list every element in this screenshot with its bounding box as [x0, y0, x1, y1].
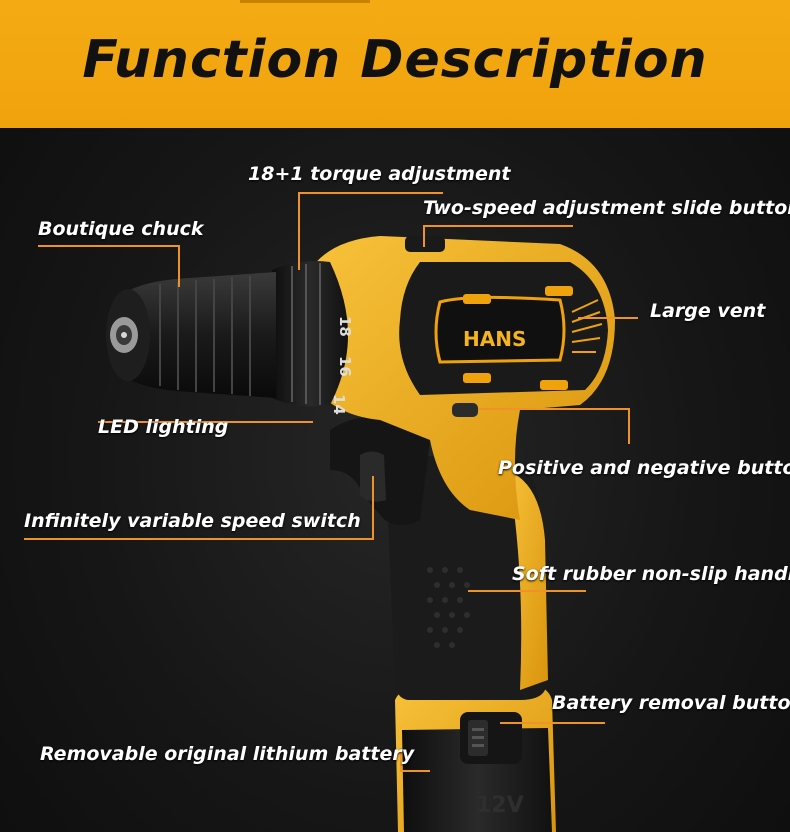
label-direction-button: Positive and negative button — [498, 457, 790, 479]
leader-speed-switch-v — [372, 476, 374, 540]
leader-chuck-h — [38, 245, 180, 247]
leader-vent — [578, 317, 638, 319]
label-rubber-handle: Soft rubber non-slip handle — [512, 563, 790, 585]
leader-battery — [400, 770, 430, 772]
drill-chuck — [106, 272, 276, 398]
leader-direction-h — [478, 408, 630, 410]
leader-chuck-v — [178, 245, 180, 287]
leader-two-speed-v — [423, 225, 425, 247]
label-speed-switch: Infinitely variable speed switch — [24, 510, 361, 532]
page-title: Function Description — [82, 30, 708, 90]
leader-two-speed-h — [423, 225, 573, 227]
leader-speed-switch-h — [24, 538, 374, 540]
leader-direction-v — [628, 408, 630, 444]
leader-battery-release — [500, 722, 605, 724]
label-battery-release: Battery removal button — [552, 692, 790, 714]
leader-led — [98, 421, 313, 423]
leader-battery-v — [400, 748, 402, 772]
leader-handle — [468, 590, 586, 592]
label-lithium-battery: Removable original lithium battery — [40, 743, 415, 765]
torque-mark-16: 16 — [336, 356, 354, 377]
battery-pack: 12V — [395, 684, 556, 832]
drill-body: HANS — [310, 236, 615, 520]
battery-voltage-text: 12V — [476, 793, 524, 818]
leader-torque-h — [298, 192, 443, 194]
torque-mark-18: 18 — [336, 316, 354, 337]
label-led-lighting: LED lighting — [98, 416, 229, 438]
leader-torque-v — [298, 192, 300, 270]
label-large-vent: Large vent — [650, 300, 766, 322]
torque-mark-14: 14 — [330, 394, 348, 415]
label-two-speed-button: Two-speed adjustment slide button — [423, 197, 790, 219]
label-boutique-chuck: Boutique chuck — [38, 218, 204, 240]
label-torque-adjustment: 18+1 torque adjustment — [248, 163, 511, 185]
brand-logo-text: HANS — [463, 327, 526, 351]
torque-collar: 18 16 14 — [272, 261, 354, 415]
header-accent-line — [240, 0, 370, 3]
header-banner: Function Description — [0, 0, 790, 128]
